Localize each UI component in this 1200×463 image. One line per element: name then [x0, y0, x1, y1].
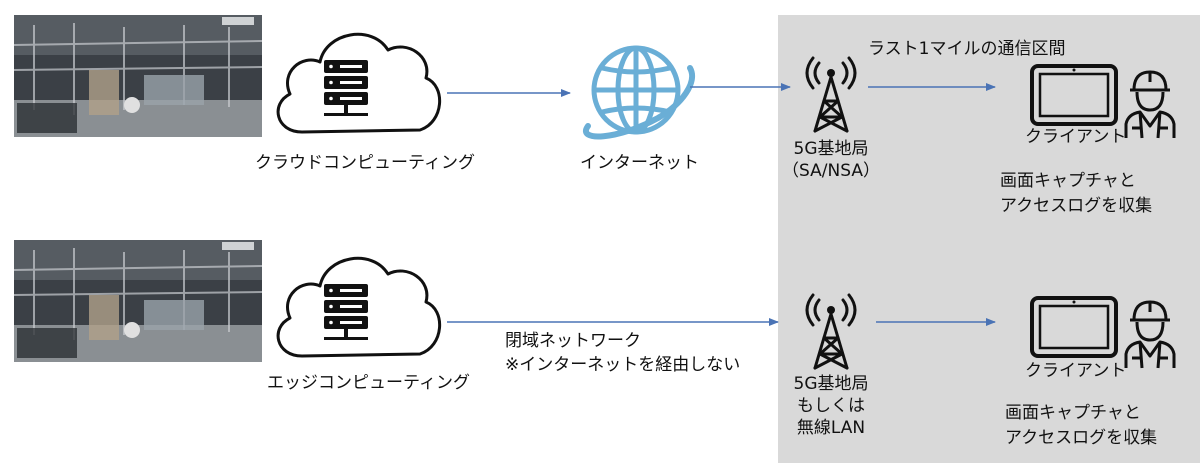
capture-label-top-2: アクセスログを収集 [1000, 196, 1153, 216]
client-label-top: クライアント [1025, 127, 1127, 147]
last-mile-title: ラスト1マイルの通信区間 [868, 39, 1066, 59]
capture-label-bottom-1: 画面キャプチャと [1005, 403, 1141, 423]
antenna-tower-icon [801, 55, 861, 135]
server-cloud-icon [262, 12, 447, 142]
station-mode: （SA/NSA） [782, 161, 880, 181]
tablet-icon [1030, 296, 1118, 358]
station-label-top: 5G基地局 （SA/NSA） [781, 138, 881, 182]
server-cloud-icon [262, 236, 447, 366]
cloud-computing-label: クラウドコンピューティング [255, 153, 475, 173]
closed-network-label: 閉域ネットワーク [505, 331, 641, 351]
capture-label-bottom-2: アクセスログを収集 [1005, 428, 1158, 448]
station-label-bottom: 5G基地局 もしくは 無線LAN [781, 373, 881, 439]
factory-screenshot-bottom [14, 240, 262, 362]
station-wlan: 無線LAN [796, 418, 866, 438]
edge-computing-label: エッジコンピューティング [267, 373, 470, 393]
station-name: 5G基地局 [793, 139, 869, 159]
factory-screenshot-top [14, 15, 262, 137]
tablet-icon [1030, 64, 1118, 126]
antenna-tower-icon [801, 292, 861, 372]
worker-icon [1120, 298, 1180, 370]
station-name: 5G基地局 [793, 374, 869, 394]
closed-network-note: ※インターネットを経由しない [505, 355, 741, 375]
client-label-bottom: クライアント [1025, 361, 1127, 381]
capture-label-top-1: 画面キャプチャと [1000, 171, 1136, 191]
internet-label: インターネット [580, 153, 699, 173]
station-or: もしくは [797, 396, 865, 416]
globe-icon [578, 30, 698, 150]
worker-icon [1120, 68, 1180, 140]
